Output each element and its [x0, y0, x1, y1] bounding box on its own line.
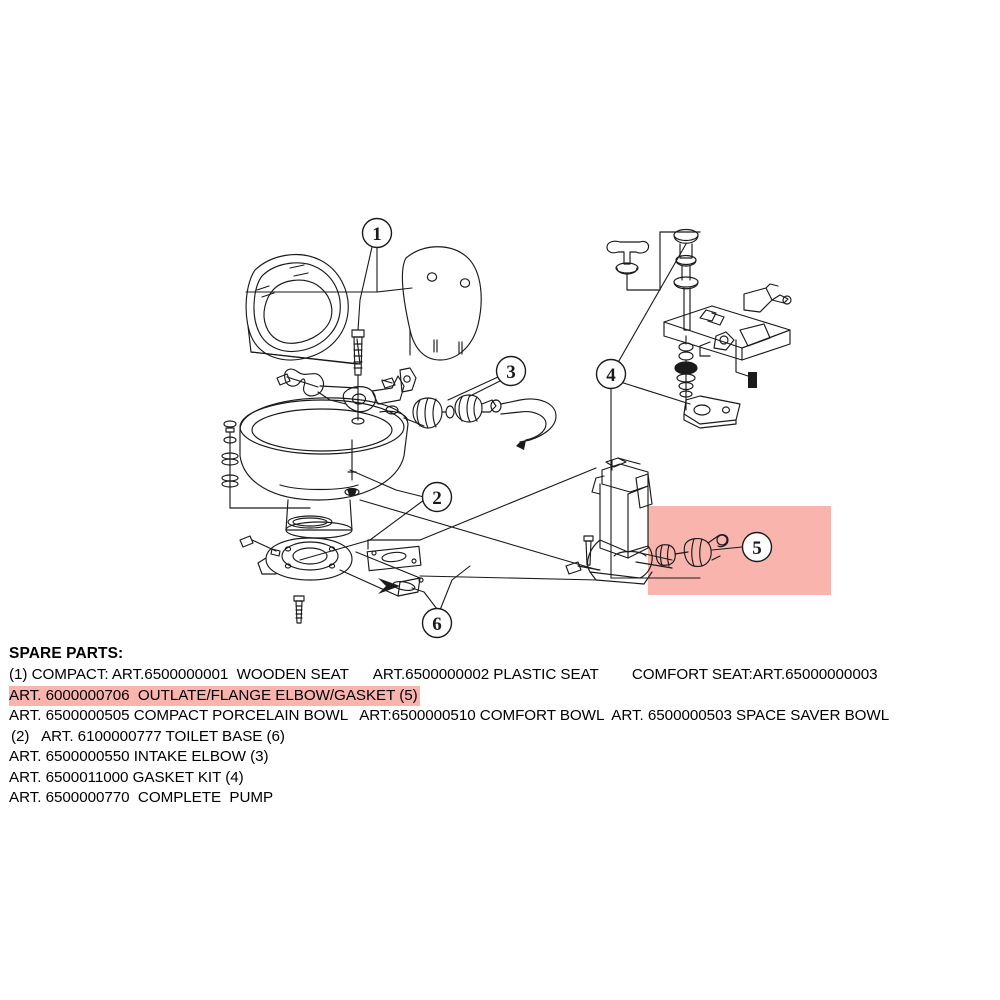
left-bolt-stack [221, 420, 311, 509]
parts-list-item: (1) COMPACT: ART.6500000001 WOODEN SEAT … [0, 665, 1000, 686]
intake-elbow-assembly [412, 394, 557, 450]
callout-number-1: 1 [372, 224, 382, 245]
parts-line-text: ART. 6500000550 INTAKE ELBOW (3) [9, 748, 269, 765]
callout-bubbles [361, 217, 773, 639]
parts-list-item: ART. 6500000550 INTAKE ELBOW (3) [0, 747, 1000, 768]
parts-list-item: (2) ART. 6100000777 TOILET BASE (6) [0, 727, 1000, 748]
callout-number-4: 4 [606, 365, 616, 386]
bowl-gasket-ring [287, 515, 333, 529]
spare-parts-list: SPARE PARTS: (1) COMPACT: ART.6500000001… [0, 644, 1000, 809]
outlet-elbow-highlight-box [648, 506, 831, 595]
toilet-base-flange [239, 535, 424, 624]
parts-line-text-highlighted: ART. 6000000706 OUTLATE/FLANGE ELBOW/GAS… [9, 685, 420, 706]
callout-number-6: 6 [432, 614, 442, 635]
diagram-linework: 1 2 3 4 5 6 [221, 217, 792, 639]
parts-list-item: ART. 6500000770 COMPLETE PUMP [0, 788, 1000, 809]
outlet-flange-elbow [655, 534, 729, 568]
parts-line-text: ART. 6500011000 GASKET KIT (4) [9, 768, 244, 786]
spare-parts-title: SPARE PARTS: [9, 645, 124, 662]
parts-line-text: (2) ART. 6100000777 TOILET BASE (6) [11, 727, 285, 745]
pump-assembly [606, 228, 792, 429]
callout-number-2: 2 [432, 488, 442, 509]
callout-numbers: 1 2 3 4 5 6 [372, 224, 762, 635]
leader-lines [245, 243, 743, 611]
parts-line-text: ART. 6500000770 COMPLETE PUMP [9, 789, 274, 806]
bowl-bolt [344, 439, 360, 497]
toilet-lid-group [401, 246, 482, 361]
parts-line-text: (1) COMPACT: ART.6500000001 WOODEN SEAT … [9, 666, 878, 683]
porcelain-bowl [239, 397, 425, 539]
parts-list-item-highlighted: ART. 6000000706 OUTLATE/FLANGE ELBOW/GAS… [0, 685, 1000, 707]
toilet-seat-group [245, 254, 361, 365]
parts-list-item: ART. 6500000505 COMPACT PORCELAIN BOWL A… [0, 706, 1000, 727]
callout-number-5: 5 [752, 538, 762, 559]
parts-line-text: ART. 6500000505 COMPACT PORCELAIN BOWL A… [9, 707, 890, 724]
seat-hinge-hardware [276, 329, 417, 425]
exploded-diagram: 1 2 3 4 5 6 [221, 217, 831, 639]
parts-list-item: ART. 6500011000 GASKET KIT (4) [0, 768, 1000, 789]
callout-number-3: 3 [506, 362, 516, 383]
